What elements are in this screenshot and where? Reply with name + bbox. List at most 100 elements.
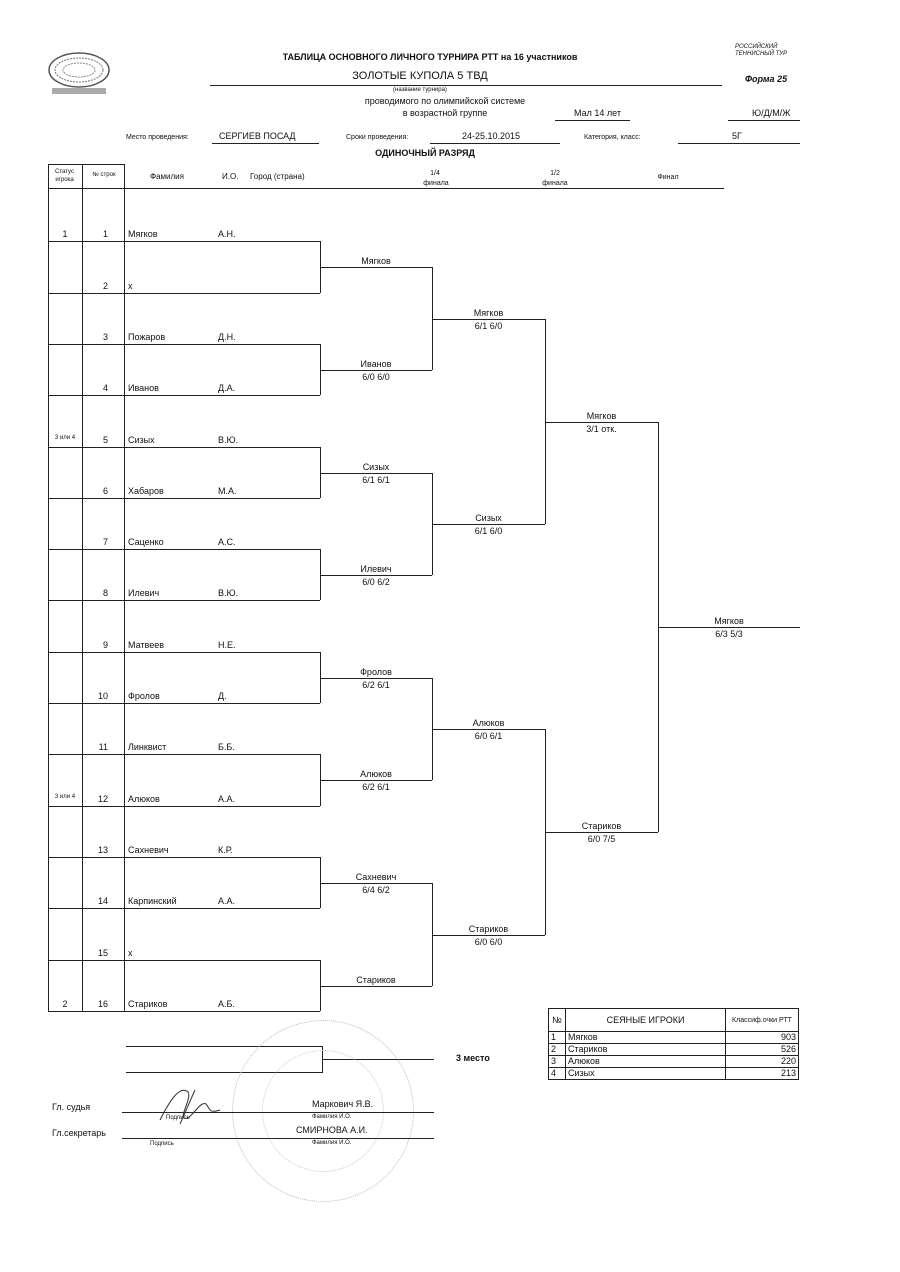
- grid-line: [48, 164, 49, 1011]
- player-row-line: [48, 344, 320, 345]
- form-label: Форма 25: [745, 74, 788, 84]
- bracket-line: [432, 729, 545, 730]
- player-line-no: 14: [97, 896, 108, 906]
- player-status: 1: [62, 229, 68, 239]
- bracket-line: [320, 575, 432, 576]
- player-surname: Матвеев: [128, 640, 164, 650]
- col-status: Статус игрока: [55, 169, 74, 183]
- dates-label: Сроки проведения:: [346, 134, 409, 141]
- r2-score: 6/0 6/0: [362, 372, 390, 382]
- r4-score: 6/0 7/5: [587, 834, 616, 844]
- player-surname: Линквист: [128, 742, 167, 752]
- player-row-line: [48, 857, 320, 858]
- player-initials: К.Р.: [218, 845, 233, 855]
- r3-winner: Алюков: [472, 718, 505, 728]
- r2-score: 6/0 6/2: [362, 577, 390, 587]
- col-sf-1: 1/2: [550, 170, 560, 177]
- player-initials: Д.Н.: [218, 332, 236, 342]
- dates-value: 24-25.10.2015: [462, 131, 521, 141]
- player-surname: Саценко: [128, 537, 164, 547]
- bracket-line: [432, 883, 433, 986]
- category-label: Категория, класс:: [584, 134, 641, 141]
- player-line-no: 1: [102, 229, 108, 239]
- player-line-no: 5: [102, 435, 108, 445]
- r2-score: 6/2 6/1: [362, 782, 390, 792]
- player-line-no: 8: [102, 588, 108, 598]
- secretary-name-caption: Фамилия И.О.: [312, 1140, 352, 1146]
- r4-winner: Стариков: [581, 821, 622, 831]
- col-city: Город (страна): [250, 172, 305, 181]
- venue-label: Место проведения:: [126, 134, 189, 141]
- player-surname: Пожаров: [128, 332, 166, 342]
- bracket-line: [320, 370, 432, 371]
- player-row-line: [48, 498, 320, 499]
- player-row-line: [48, 960, 320, 961]
- official-stamp-icon: [232, 1020, 414, 1202]
- r3-winner: Сизых: [475, 513, 502, 523]
- player-row-line: [48, 395, 320, 396]
- player-row-line: [48, 549, 320, 550]
- player-row-line: [48, 600, 320, 601]
- seeds-col-name: СЕЯНЫЕ ИГРОКИ: [565, 1008, 726, 1032]
- bracket-line: [320, 267, 432, 268]
- rtt-emblem-icon: [46, 50, 112, 96]
- tournament-caption: (название турнира): [393, 87, 447, 93]
- grid-line: [48, 164, 124, 165]
- bracket-line: [320, 986, 432, 987]
- bracket-line: [320, 678, 432, 679]
- player-surname: Хабаров: [128, 486, 164, 496]
- bracket-line: [432, 267, 433, 370]
- player-line-no: 7: [102, 537, 108, 547]
- col-initials: И.О.: [222, 172, 239, 181]
- category-value: 5Г: [732, 131, 742, 141]
- signature-scribble-icon: [150, 1080, 240, 1135]
- sheet-title: ТАБЛИЦА ОСНОВНОГО ЛИЧНОГО ТУРНИРА РТТ на…: [282, 52, 578, 62]
- player-status: 3 или 4: [54, 794, 76, 800]
- bracket-line: [320, 857, 321, 908]
- player-row-line: [48, 652, 320, 653]
- bracket-line: [545, 319, 546, 524]
- bracket-line: [432, 935, 545, 936]
- bracket-line: [545, 832, 658, 833]
- player-line-no: 6: [102, 486, 108, 496]
- player-surname: Алюков: [128, 794, 160, 804]
- player-row-line: [48, 908, 320, 909]
- secretary-label: Гл.секретарь: [52, 1128, 106, 1138]
- player-initials: Б.Б.: [218, 742, 235, 752]
- rtt-logo-text: РОССИЙСКИЙ ТЕННИСНЫЙ ТУР: [735, 44, 788, 57]
- player-row-line: [48, 293, 320, 294]
- referee-name-caption: Фамилия И.О.: [312, 1114, 352, 1120]
- player-row-line: [48, 1011, 320, 1012]
- col-qf-1: 1/4: [430, 170, 440, 177]
- player-initials: А.Б.: [218, 999, 235, 1009]
- player-initials: Д.: [218, 691, 227, 701]
- r3-score: 6/0 6/0: [474, 937, 503, 947]
- player-row-line: [48, 754, 320, 755]
- bracket-line: [320, 344, 321, 395]
- r2-winner: Сизых: [362, 462, 390, 472]
- player-initials: А.С.: [218, 537, 236, 547]
- r2-winner: Иванов: [360, 359, 392, 369]
- grid-line: [124, 164, 125, 1011]
- player-surname: x: [128, 948, 133, 958]
- r3-score: 6/1 6/0: [474, 526, 503, 536]
- player-row-line: [48, 806, 320, 807]
- grid-line: [82, 164, 83, 1011]
- r2-score: 6/2 6/1: [362, 680, 390, 690]
- col-sf-2: финала: [542, 180, 568, 187]
- referee-name: Маркович Я.В.: [312, 1099, 374, 1109]
- col-line-no: № строк: [92, 172, 116, 178]
- grid-line: [48, 188, 124, 189]
- bracket-line: [320, 883, 432, 884]
- referee-label: Гл. судья: [52, 1102, 91, 1112]
- player-initials: М.А.: [218, 486, 237, 496]
- seeds-col-no: №: [548, 1008, 566, 1032]
- player-initials: В.Ю.: [218, 435, 239, 445]
- champion-score: 6/3 5/3: [715, 629, 743, 639]
- third-place-label: 3 место: [456, 1053, 490, 1063]
- player-line-no: 4: [102, 383, 108, 393]
